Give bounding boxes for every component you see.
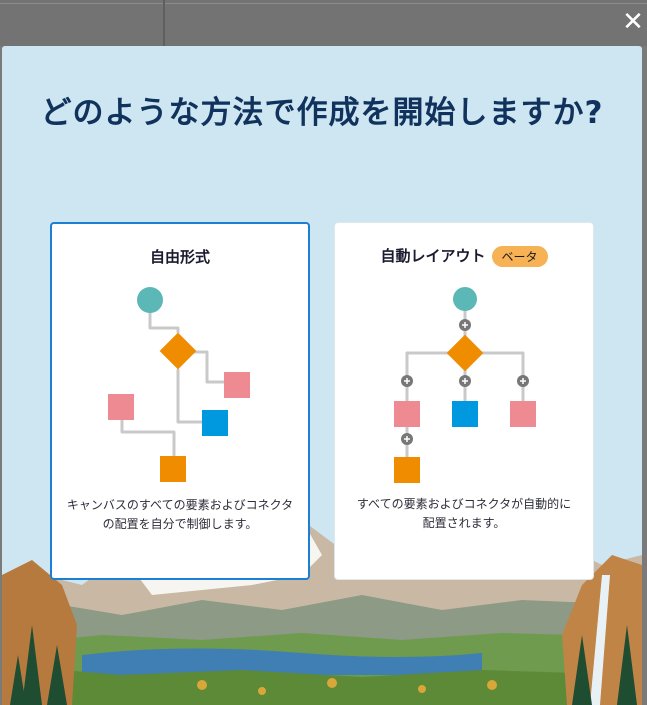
start-node-icon — [137, 287, 163, 313]
freeform-option-card[interactable]: 自由形式 キャンバスのすべての要素およびコネクタの配置を自分で制御します。 — [50, 222, 310, 580]
landscape-illustration — [2, 520, 642, 705]
start-node-icon — [453, 287, 477, 311]
auto-layout-option-description: すべての要素およびコネクタが自動的に配置されます。 — [356, 497, 572, 530]
add-connector-icon — [459, 375, 471, 387]
freeform-option-description: キャンバスのすべての要素およびコネクタの配置を自分で制御します。 — [66, 498, 294, 531]
beta-badge: ベータ — [491, 246, 548, 267]
pink-node-icon — [394, 401, 420, 427]
start-flow-modal: どのような方法で作成を開始しますか? 自由形式 キャンバスのすべての要素およびコ… — [2, 46, 642, 705]
pink-node-icon — [108, 394, 134, 420]
auto-layout-title-text: 自動レイアウト — [380, 247, 486, 265]
backdrop-header — [0, 0, 647, 46]
auto-layout-option-card[interactable]: 自動レイアウトベータ — [334, 222, 594, 580]
pink-node-icon — [510, 401, 536, 427]
blue-node-icon — [452, 401, 478, 427]
backdrop-divider — [163, 0, 165, 46]
auto-layout-diagram-icon — [394, 287, 536, 483]
close-icon[interactable]: ✕ — [622, 7, 644, 37]
freeform-option-title: 自由形式 — [149, 248, 210, 266]
add-connector-icon — [401, 433, 413, 445]
add-connector-icon — [517, 375, 529, 387]
add-connector-icon — [401, 375, 413, 387]
blue-node-icon — [202, 410, 228, 436]
pink-node-icon — [224, 372, 250, 398]
orange-node-icon — [160, 456, 186, 482]
decision-node-icon — [446, 334, 484, 372]
orange-node-icon — [394, 457, 420, 483]
page-title: どのような方法で作成を開始しますか? — [40, 95, 604, 131]
freeform-diagram-icon — [108, 287, 250, 482]
auto-layout-option-title: 自動レイアウトベータ — [335, 245, 593, 267]
add-connector-icon — [459, 319, 471, 331]
decision-node-icon — [159, 332, 197, 370]
backdrop-rule — [0, 3, 647, 4]
